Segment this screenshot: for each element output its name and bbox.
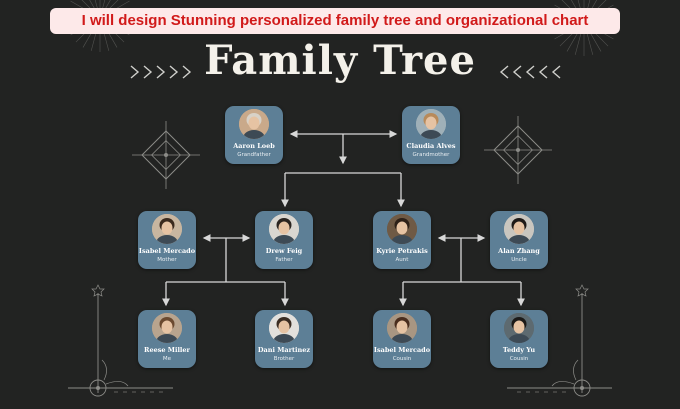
member-role: Aunt — [395, 257, 409, 263]
member-card-grandfather: Aaron Loeb Grandfather — [225, 106, 283, 164]
member-card-cousin-isabel: Isabel Mercado Cousin — [373, 310, 431, 368]
member-role: Brother — [273, 356, 295, 362]
member-name: Claudia Alves — [406, 142, 456, 150]
portrait-face — [396, 320, 408, 334]
member-card-grandmother: Claudia Alves Grandmother — [402, 106, 460, 164]
portrait-shoulders — [508, 334, 530, 343]
avatar — [504, 214, 534, 244]
member-card-me: Reese Miller Me — [138, 310, 196, 368]
portrait-shoulders — [391, 235, 413, 244]
member-card-aunt: Kyrie Petrakis Aunt — [373, 211, 431, 269]
portrait-shoulders — [391, 334, 413, 343]
portrait-shoulders — [273, 334, 295, 343]
portrait-shoulders — [273, 235, 295, 244]
member-role: Grandfather — [237, 152, 271, 158]
portrait-shoulders — [156, 334, 178, 343]
portrait-face — [161, 221, 173, 235]
member-card-cousin-teddy: Teddy Yu Cousin — [490, 310, 548, 368]
avatar — [387, 214, 417, 244]
avatar — [152, 214, 182, 244]
member-role: Father — [275, 257, 293, 263]
avatar — [269, 214, 299, 244]
member-card-uncle: Alan Zhang Uncle — [490, 211, 548, 269]
avatar — [416, 109, 446, 139]
member-name: Reese Miller — [144, 346, 190, 354]
avatar — [239, 109, 269, 139]
diamond-ornament-left — [132, 121, 200, 189]
member-role: Grandmother — [412, 152, 450, 158]
member-role: Me — [162, 356, 172, 362]
portrait-face — [278, 221, 290, 235]
portrait-shoulders — [243, 130, 265, 139]
member-role: Uncle — [511, 257, 527, 263]
member-card-father: Drew Feig Father — [255, 211, 313, 269]
member-card-mother: Isabel Mercado Mother — [138, 211, 196, 269]
avatar — [504, 313, 534, 343]
avatar — [387, 313, 417, 343]
member-name: Alan Zhang — [498, 247, 540, 255]
portrait-face — [513, 320, 525, 334]
avatar — [269, 313, 299, 343]
diamond-ornament-right — [484, 116, 552, 184]
member-name: Drew Feig — [265, 247, 303, 255]
member-role: Mother — [157, 257, 177, 263]
member-card-brother: Dani Martinez Brother — [255, 310, 313, 368]
portrait-face — [248, 116, 260, 130]
portrait-shoulders — [508, 235, 530, 244]
portrait-shoulders — [156, 235, 178, 244]
avatar — [152, 313, 182, 343]
portrait-face — [278, 320, 290, 334]
portrait-face — [161, 320, 173, 334]
member-name: Kyrie Petrakis — [376, 247, 428, 255]
portrait-face — [425, 116, 437, 130]
member-name: Dani Martinez — [257, 346, 311, 354]
corner-ornament-right — [507, 284, 612, 397]
chevron-arrows-left — [130, 65, 192, 79]
member-name: Isabel Mercado — [373, 346, 431, 354]
portrait-face — [396, 221, 408, 235]
member-role: Cousin — [509, 356, 529, 362]
member-name: Teddy Yu — [502, 346, 536, 354]
chevron-arrows-right — [499, 65, 561, 79]
member-role: Cousin — [392, 356, 412, 362]
page-title: Family Tree — [204, 37, 476, 84]
corner-ornament-left — [68, 284, 173, 397]
gig-banner: I will design Stunning personalized fami… — [50, 8, 620, 34]
member-name: Aaron Loeb — [233, 142, 275, 150]
member-name: Isabel Mercado — [138, 247, 196, 255]
portrait-shoulders — [420, 130, 442, 139]
portrait-face — [513, 221, 525, 235]
